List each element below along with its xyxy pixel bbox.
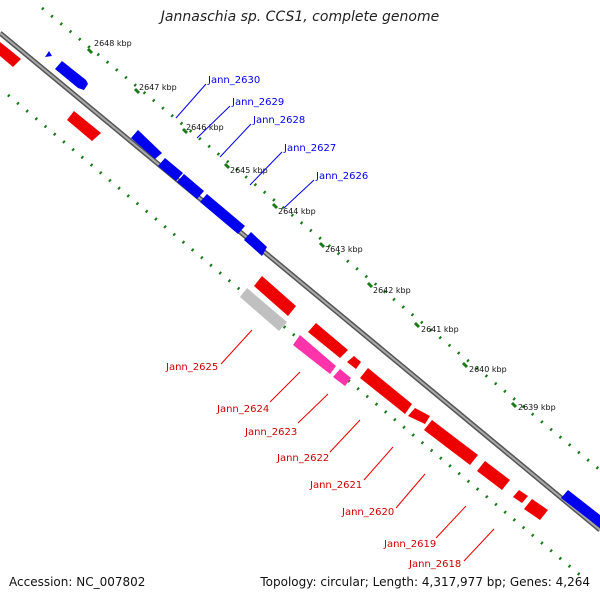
- gene-label[interactable]: Jann_2625: [165, 362, 218, 373]
- gene-arrow[interactable]: [333, 369, 351, 386]
- gene-label[interactable]: Jann_2629: [231, 97, 284, 108]
- gene-label[interactable]: Jann_2630: [207, 75, 260, 86]
- tick-label: 2647 kbp: [139, 83, 177, 92]
- backbone-highlight: [0, 32, 600, 531]
- gene-arrow[interactable]: [308, 323, 348, 358]
- tick-label: 2645 kbp: [230, 166, 268, 175]
- gene-arrow[interactable]: [67, 111, 101, 141]
- reverse-gene-labels: Jann_2625 Jann_2624 Jann_2623 Jann_2622 …: [165, 362, 461, 570]
- gene-label[interactable]: Jann_2620: [341, 507, 394, 518]
- forward-leaders: [175, 83, 315, 209]
- gene-label[interactable]: Jann_2618: [408, 559, 461, 570]
- gene-arrow[interactable]: [513, 490, 528, 503]
- gene-label[interactable]: Jann_2627: [283, 143, 336, 154]
- gene-arrow[interactable]: [293, 335, 336, 374]
- gene-arrow[interactable]: [200, 194, 245, 234]
- gene-label[interactable]: Jann_2624: [216, 404, 269, 415]
- tick-label: 2643 kbp: [325, 245, 363, 254]
- gene-arrow[interactable]: [240, 288, 287, 331]
- gene-label[interactable]: Jann_2628: [252, 115, 305, 126]
- gene-arrow[interactable]: [408, 408, 430, 424]
- tick-label: 2641 kbp: [421, 325, 459, 334]
- tick-label: 2640 kbp: [469, 365, 507, 374]
- forward-genes: [45, 51, 600, 528]
- gene-arrow[interactable]: [561, 490, 600, 528]
- tick-label: 2646 kbp: [186, 123, 224, 132]
- tick-label: 2642 kbp: [373, 286, 411, 295]
- gene-arrow[interactable]: [0, 42, 21, 67]
- gene-arrow[interactable]: [347, 356, 361, 369]
- gene-arrow[interactable]: [360, 368, 412, 414]
- tick-label: 2639 kbp: [518, 403, 556, 412]
- tick-label: 2648 kbp: [94, 39, 132, 48]
- gene-arrow[interactable]: [424, 420, 478, 465]
- gene-label[interactable]: Jann_2621: [309, 480, 362, 491]
- inner-scale-line: [7, 93, 581, 577]
- gene-label[interactable]: Jann_2622: [276, 453, 329, 464]
- gene-arrow[interactable]: [244, 232, 267, 256]
- outer-scale-line: [41, 6, 600, 472]
- gene-arrow[interactable]: [477, 461, 510, 490]
- topology-text: Topology: circular; Length: 4,317,977 bp…: [260, 575, 590, 589]
- gene-arrow[interactable]: [55, 61, 88, 90]
- tick-label: 2644 kbp: [278, 207, 316, 216]
- gene-arrow[interactable]: [177, 174, 204, 199]
- accession-text: Accession: NC_007802: [9, 575, 146, 589]
- reverse-leaders: [220, 329, 495, 562]
- gene-arrow[interactable]: [158, 158, 183, 181]
- gene-arrow[interactable]: [254, 276, 296, 316]
- gene-label[interactable]: Jann_2623: [244, 427, 297, 438]
- gene-label[interactable]: Jann_2619: [383, 539, 436, 550]
- reverse-genes: [0, 42, 548, 520]
- gene-arrow[interactable]: [131, 130, 162, 159]
- gene-arrow[interactable]: [524, 499, 548, 520]
- major-ticks: [86, 47, 518, 409]
- scale-labels: 2648 kbp 2647 kbp 2646 kbp 2645 kbp 2644…: [94, 39, 556, 412]
- gene-label[interactable]: Jann_2626: [315, 171, 368, 182]
- gene-arrow[interactable]: [45, 51, 52, 57]
- map-title: Jannaschia sp. CCS1, complete genome: [160, 9, 440, 25]
- forward-gene-labels: Jann_2630 Jann_2629 Jann_2628 Jann_2627 …: [207, 75, 368, 182]
